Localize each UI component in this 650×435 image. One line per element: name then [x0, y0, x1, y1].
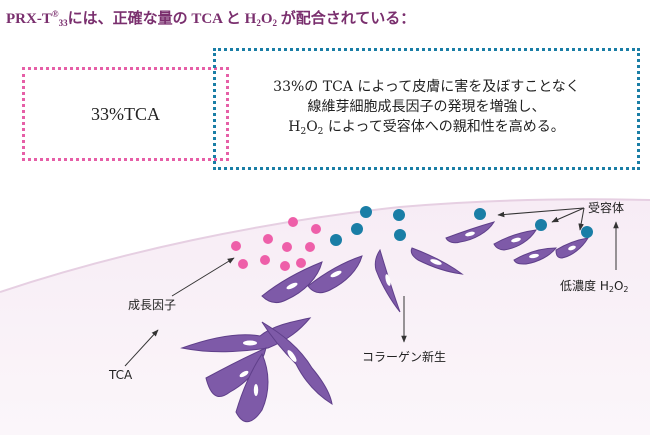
label-receptor: 受容体: [588, 201, 625, 215]
description-line-2: 線維芽細胞成長因子の発現を増強し、: [307, 98, 546, 115]
cell-nucleus: [465, 231, 475, 237]
desc-l3-sub2: 2: [317, 126, 324, 137]
h2o2-dot: [394, 229, 406, 241]
title-sub-b: 2: [272, 18, 278, 28]
tca-dotted-box: [22, 67, 229, 161]
cell-nucleus: [239, 370, 249, 378]
tca-box-label: 33%TCA: [91, 103, 160, 124]
growth-factor-dots: [231, 217, 321, 271]
title-brand: PRX-T: [6, 11, 52, 27]
h2o2-dot: [535, 219, 547, 231]
title-sub-a: 2: [256, 18, 261, 28]
arrow-tca: [124, 329, 159, 367]
growth-factor-dot: [288, 217, 298, 227]
description-dotted-box: [213, 48, 640, 170]
cell-nucleus: [385, 274, 391, 286]
arrows: [124, 207, 619, 367]
label-low-h2o2: 低濃度 H2O2: [560, 277, 628, 294]
description-line-1: 33%の TCA によって皮膚に害を及ぼすことなく: [273, 78, 580, 95]
cell-nucleus: [330, 270, 342, 278]
label-low-b: O: [613, 279, 624, 293]
label-low-a: 低濃度 H: [560, 279, 609, 293]
arrow-receptor-2: [551, 207, 585, 223]
h2o2-dot: [581, 226, 593, 238]
label-tca: TCA: [109, 368, 133, 382]
arrow-receptor-3: [578, 207, 585, 231]
h2o2-dot: [351, 223, 363, 235]
cell: [235, 352, 269, 423]
arrow-growth-factor: [171, 257, 235, 297]
arrow-receptor-1: [497, 207, 585, 218]
growth-factor-dot: [296, 258, 306, 268]
growth-factor-dot: [231, 241, 241, 251]
h2o2-dot: [474, 208, 486, 220]
cell-nucleus: [243, 340, 257, 346]
title-brand-sub: 33: [58, 18, 68, 28]
page-title: PRX-T®33には、正確な量の TCA と H2O2 が配合されている：: [6, 3, 416, 28]
h2o2-dot: [393, 209, 405, 221]
cell: [261, 321, 333, 406]
skin-region: [0, 199, 650, 435]
cell-nucleus: [430, 259, 442, 265]
skin-illustration: [0, 198, 650, 435]
title-text-a: には、正確な量の TCA と H: [67, 11, 257, 27]
desc-l3-b: O: [306, 118, 318, 135]
h2o2-dot: [330, 234, 342, 246]
growth-factor-dot: [238, 259, 248, 269]
title-brand-sup: ®: [51, 9, 59, 19]
cell-nucleus: [568, 245, 576, 251]
cell-nucleus: [529, 253, 539, 259]
label-low-sub2: 2: [623, 285, 629, 294]
growth-factor-dot: [282, 242, 292, 252]
cell-nucleus: [286, 282, 298, 290]
cell-nucleus: [287, 350, 297, 362]
growth-factor-dot: [311, 224, 321, 234]
cell-nucleus: [511, 237, 521, 243]
growth-factor-dot: [305, 242, 315, 252]
growth-factor-dot: [263, 234, 273, 244]
h2o2-dot: [360, 206, 372, 218]
cell-nucleus: [253, 384, 259, 396]
growth-factor-dot: [260, 255, 270, 265]
label-collagen: コラーゲン新生: [362, 350, 447, 364]
desc-l3-a: H: [288, 118, 301, 135]
desc-l3-sub1: 2: [300, 126, 307, 137]
growth-factor-dot: [280, 261, 290, 271]
label-low-sub1: 2: [608, 285, 614, 294]
title-text-c: が配合されている：: [277, 11, 416, 27]
cell-nuclei: [239, 231, 576, 396]
title-text-b: O: [260, 11, 273, 27]
cell: [261, 261, 323, 304]
desc-l3-c: によって受容体への親和性を高める。: [323, 118, 565, 135]
h2o2-dots: [330, 206, 593, 246]
label-growth-factor: 成長因子: [128, 298, 177, 312]
description-text: 33%の TCA によって皮膚に害を及ぼすことなく 線維芽細胞成長因子の発現を増…: [213, 48, 640, 170]
description-line-3: H2O2 によって受容体への親和性を高める。: [288, 117, 565, 142]
